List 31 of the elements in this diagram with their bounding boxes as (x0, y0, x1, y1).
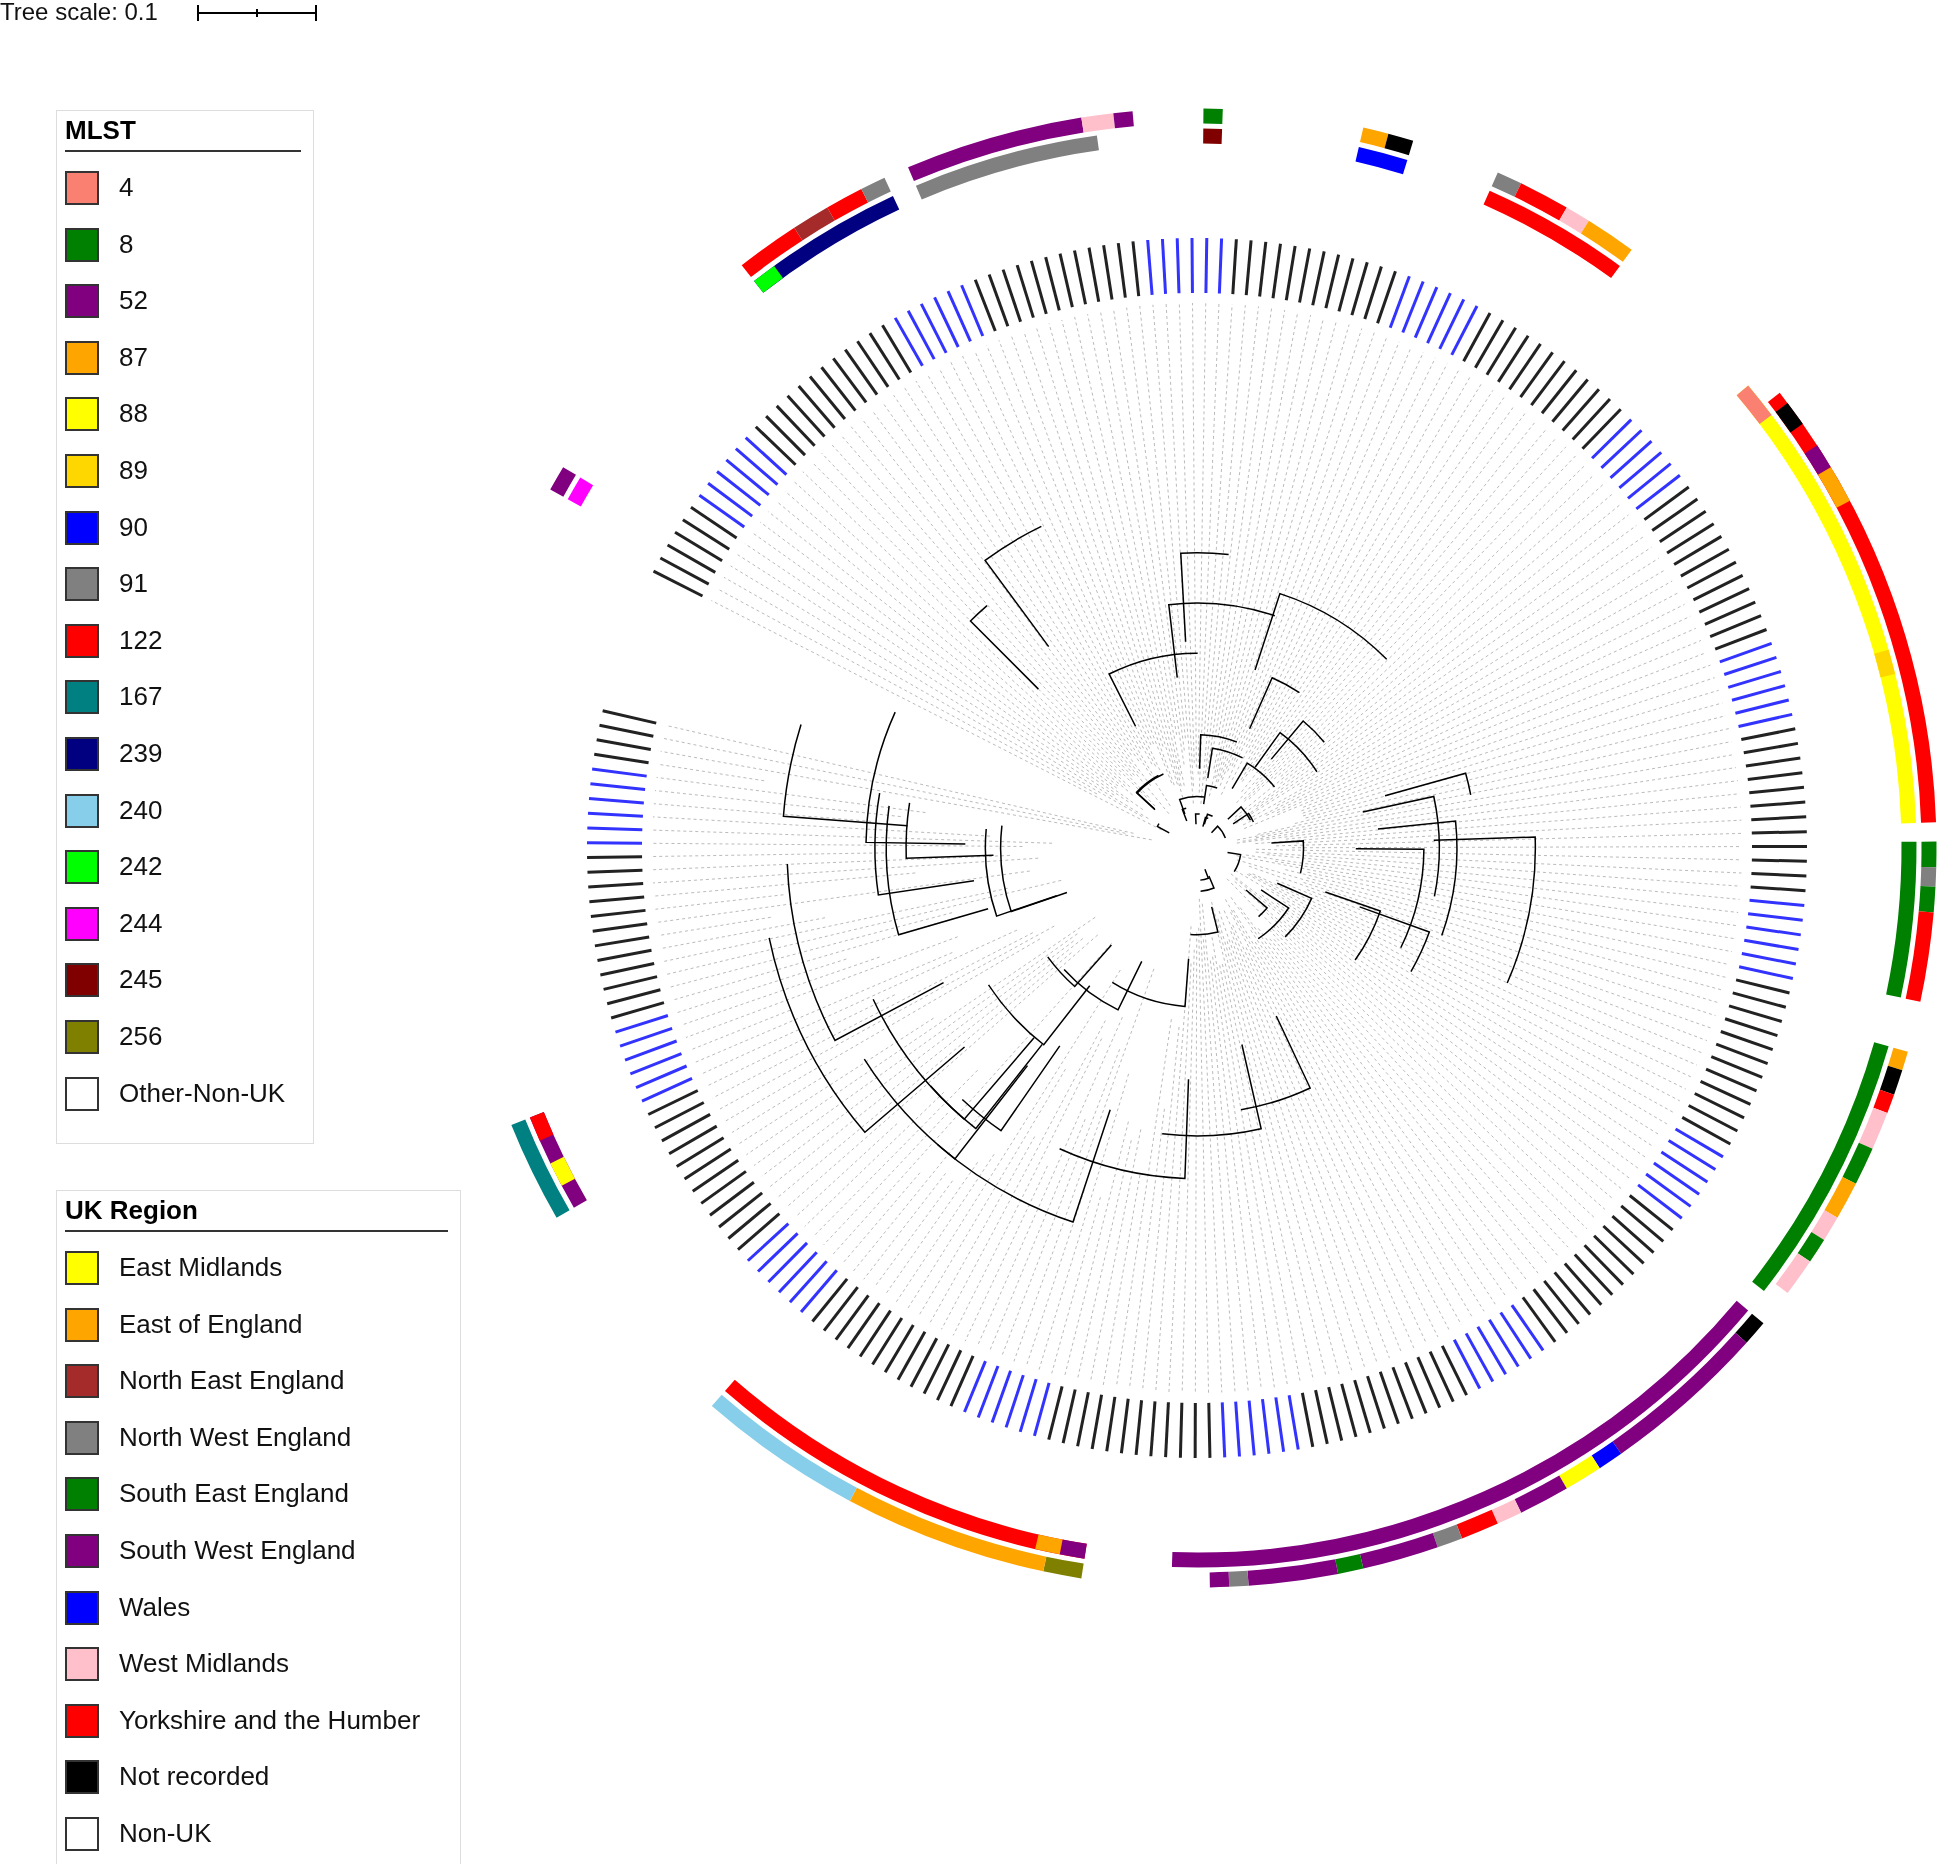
legend-label: South West England (119, 1535, 356, 1566)
legend-label: 90 (119, 511, 148, 543)
legend-label: 245 (119, 964, 163, 996)
legend-label: 242 (119, 851, 163, 883)
legend-title: UK Region (65, 1195, 448, 1232)
legend-label: South East England (119, 1478, 349, 1510)
legend-title: MLST (65, 115, 301, 152)
legend-label: Non-UK (119, 1818, 212, 1849)
legend-label: East Midlands (119, 1252, 283, 1283)
legend-label: 8 (119, 228, 134, 260)
legend-label: 244 (119, 907, 163, 939)
legend-label: 240 (119, 794, 163, 826)
legend-label: Other-Non-UK (119, 1077, 286, 1109)
legend-label: 88 (119, 398, 148, 430)
scale-label: Tree scale: 0.1 (0, 0, 158, 26)
legend-label: 52 (119, 285, 148, 317)
legend-label: North East England (119, 1365, 345, 1397)
legend-label: 91 (119, 568, 148, 600)
legend-label: 122 (119, 624, 163, 656)
legend-label: 239 (119, 738, 163, 769)
legend-label: Not recorded (119, 1761, 270, 1793)
legend-label: West Midlands (119, 1648, 290, 1680)
legend-label: 167 (119, 681, 163, 713)
legend-label: 87 (119, 341, 148, 373)
legend-label: East of England (119, 1308, 303, 1340)
legend-label: 4 (119, 172, 134, 203)
legend-label: Yorkshire and the Humber (119, 1704, 421, 1736)
legend-label: Wales (119, 1591, 191, 1623)
legend-label: 89 (119, 455, 148, 486)
legend-label: North West England (119, 1421, 352, 1453)
legend-label: 256 (119, 1021, 163, 1052)
